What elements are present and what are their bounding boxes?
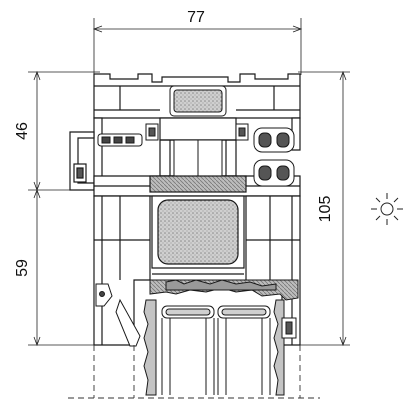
window-frame-profile	[69, 73, 301, 346]
dim-upper-label: 46	[14, 122, 31, 140]
upper-glazing-unit	[169, 85, 227, 177]
section-cut-line	[68, 345, 320, 399]
insulation-core	[149, 175, 247, 275]
bottom-seal	[149, 279, 299, 301]
right-gasket-block	[253, 127, 295, 187]
dim-lower-label: 59	[14, 259, 31, 277]
dim-total-label: 105	[317, 196, 334, 223]
sun-icon	[371, 193, 403, 225]
dim-width-label: 77	[187, 9, 205, 26]
dimension-lines	[28, 18, 350, 347]
bottom-left-clip	[95, 283, 297, 347]
thermal-break-upper	[97, 123, 249, 147]
lower-glazing-unit	[161, 305, 271, 395]
